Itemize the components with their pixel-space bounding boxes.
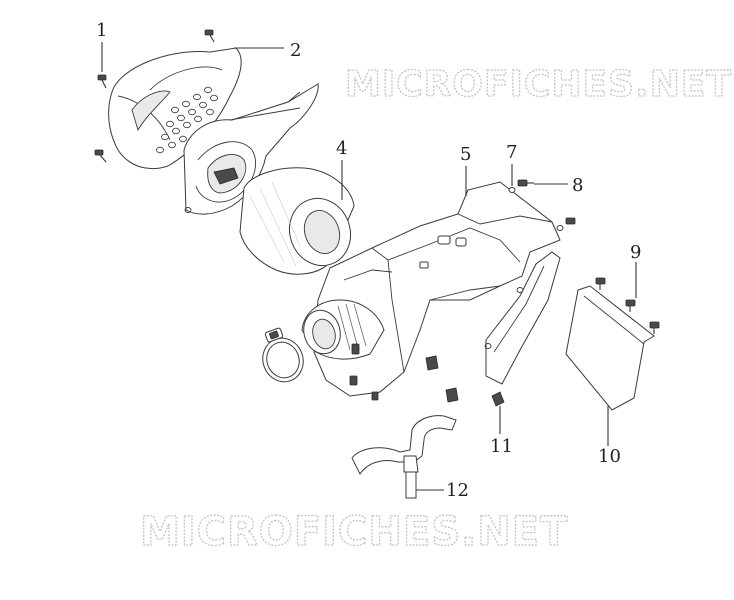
watermark-top: MICROFICHES.NET xyxy=(345,64,732,105)
callout-labels: 1 2 4 5 7 8 9 10 11 12 xyxy=(96,20,641,501)
clips xyxy=(425,355,505,407)
access-panel xyxy=(565,285,655,411)
panel-bolts xyxy=(595,277,660,334)
callout-12: 12 xyxy=(446,480,469,501)
fan-housing-part xyxy=(183,83,319,215)
watermark-bottom: MICROFICHES.NET xyxy=(140,509,568,555)
leader-lines xyxy=(101,42,637,491)
side-bracket xyxy=(484,251,561,385)
vent-holes xyxy=(156,86,218,154)
callout-11: 11 xyxy=(490,436,513,457)
drain-hose xyxy=(351,415,457,499)
callout-10: 10 xyxy=(598,446,621,467)
callout-7: 7 xyxy=(506,142,517,163)
callout-4: 4 xyxy=(336,138,347,159)
cover-bolts xyxy=(94,29,215,163)
callout-8: 8 xyxy=(572,175,583,196)
small-hardware xyxy=(508,179,576,231)
callout-5: 5 xyxy=(460,144,471,165)
hose-clamp xyxy=(262,327,304,383)
fan-cover-part xyxy=(94,29,242,170)
callout-2: 2 xyxy=(290,40,301,61)
air-filter-element xyxy=(239,167,355,275)
airbox-housing xyxy=(301,181,561,401)
callout-9: 9 xyxy=(630,242,641,263)
callout-1: 1 xyxy=(96,20,107,41)
